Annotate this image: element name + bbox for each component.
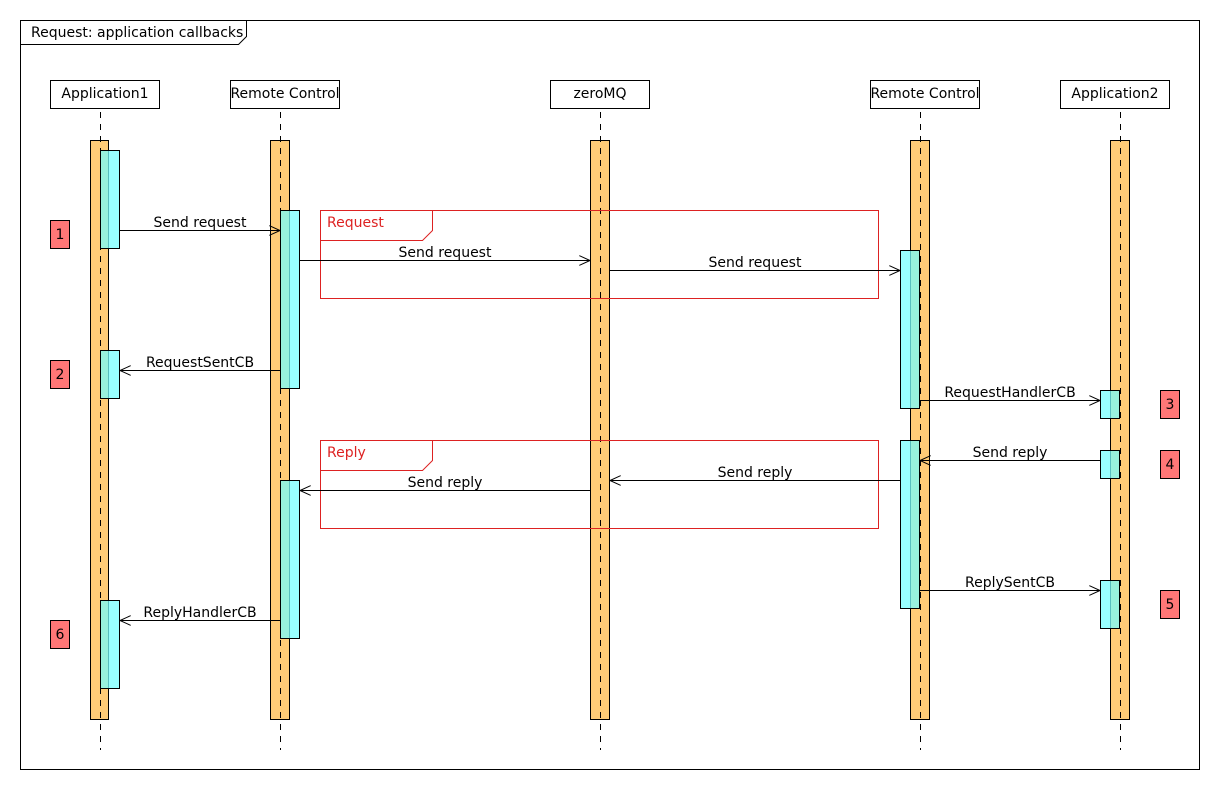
frame-title: Request: application callbacks bbox=[31, 25, 243, 41]
lifeline-bar-app1 bbox=[90, 140, 109, 720]
fragment-reply: Reply bbox=[320, 440, 879, 529]
message-label: Send reply bbox=[718, 465, 793, 481]
message-label: ReplyHandlerCB bbox=[143, 605, 256, 621]
message-send-reply-1: Send reply bbox=[920, 445, 1100, 461]
message-send-request-1: Send request bbox=[120, 215, 280, 231]
step-marker-label: 2 bbox=[56, 367, 65, 383]
step-marker-2: 2 bbox=[50, 360, 70, 389]
step-marker-label: 3 bbox=[1166, 397, 1175, 413]
lifeline-zmq: zeroMQ bbox=[550, 80, 650, 109]
lifeline-label-rc1: Remote Control bbox=[230, 86, 339, 102]
step-marker-5: 5 bbox=[1160, 590, 1180, 619]
message-send-request-2: Send request bbox=[300, 245, 590, 261]
lifeline-app2: Application2 bbox=[1060, 80, 1170, 109]
activations bbox=[100, 150, 1120, 689]
message-label: Send reply bbox=[408, 475, 483, 491]
step-markers: 1 2 3 4 5 6 bbox=[50, 220, 1180, 649]
step-marker-label: 6 bbox=[56, 627, 65, 643]
messages: Send request Send request Send request R… bbox=[120, 215, 1100, 621]
message-reply-handler-cb: ReplyHandlerCB bbox=[120, 605, 280, 621]
message-label: RequestHandlerCB bbox=[944, 385, 1075, 401]
message-reply-sent-cb: ReplySentCB bbox=[920, 575, 1100, 591]
message-send-request-3: Send request bbox=[610, 255, 900, 271]
lifeline-head-app2[interactable] bbox=[1060, 80, 1170, 109]
lifeline-label-rc2: Remote Control bbox=[870, 86, 979, 102]
step-marker-label: 1 bbox=[56, 227, 65, 243]
activation-rc2-2 bbox=[900, 440, 920, 609]
message-label: ReplySentCB bbox=[965, 575, 1055, 591]
message-label: Send request bbox=[399, 245, 492, 261]
lifeline-head-app1[interactable] bbox=[50, 80, 160, 109]
step-marker-label: 5 bbox=[1166, 597, 1175, 613]
activation-app1-1 bbox=[100, 150, 120, 249]
message-label: Send request bbox=[154, 215, 247, 231]
activation-app2-2 bbox=[1100, 450, 1120, 479]
lifeline-rc2: Remote Control bbox=[870, 80, 980, 109]
activation-app2-1 bbox=[1100, 390, 1120, 419]
message-label: Send reply bbox=[973, 445, 1048, 461]
lifeline-head-rc2[interactable] bbox=[870, 80, 980, 109]
step-marker-1: 1 bbox=[50, 220, 70, 249]
activation-rc1-1 bbox=[280, 210, 300, 389]
message-request-handler-cb: RequestHandlerCB bbox=[920, 385, 1100, 401]
message-send-reply-2: Send reply bbox=[610, 465, 900, 481]
step-marker-4: 4 bbox=[1160, 450, 1180, 479]
message-label: Send request bbox=[709, 255, 802, 271]
fragment-label-request: Request bbox=[327, 215, 384, 231]
message-label: RequestSentCB bbox=[146, 355, 254, 371]
fragment-request: Request bbox=[320, 210, 879, 299]
lifeline-head-rc1[interactable] bbox=[230, 80, 340, 109]
lifeline-label-app1: Application1 bbox=[61, 86, 148, 102]
lifeline-label-zmq: zeroMQ bbox=[573, 86, 626, 102]
activation-rc2-1 bbox=[900, 250, 920, 409]
lifeline-axes bbox=[100, 112, 1121, 750]
message-send-reply-3: Send reply bbox=[300, 475, 590, 491]
diagram-frame: Request: application callbacks bbox=[20, 20, 1200, 770]
step-marker-3: 3 bbox=[1160, 390, 1180, 419]
lifeline-app1: Application1 bbox=[50, 80, 160, 109]
message-request-sent-cb: RequestSentCB bbox=[120, 355, 280, 371]
step-marker-6: 6 bbox=[50, 620, 70, 649]
fragment-label-reply: Reply bbox=[327, 445, 366, 461]
lifeline-head-zmq[interactable] bbox=[550, 80, 650, 109]
activation-app2-3 bbox=[1100, 580, 1120, 629]
activation-rc1-2 bbox=[280, 480, 300, 639]
activation-app1-2 bbox=[100, 350, 120, 399]
lifeline-rc1: Remote Control bbox=[230, 80, 340, 109]
activation-app1-3 bbox=[100, 600, 120, 689]
lifeline-label-app2: Application2 bbox=[1071, 86, 1158, 102]
step-marker-label: 4 bbox=[1166, 457, 1175, 473]
